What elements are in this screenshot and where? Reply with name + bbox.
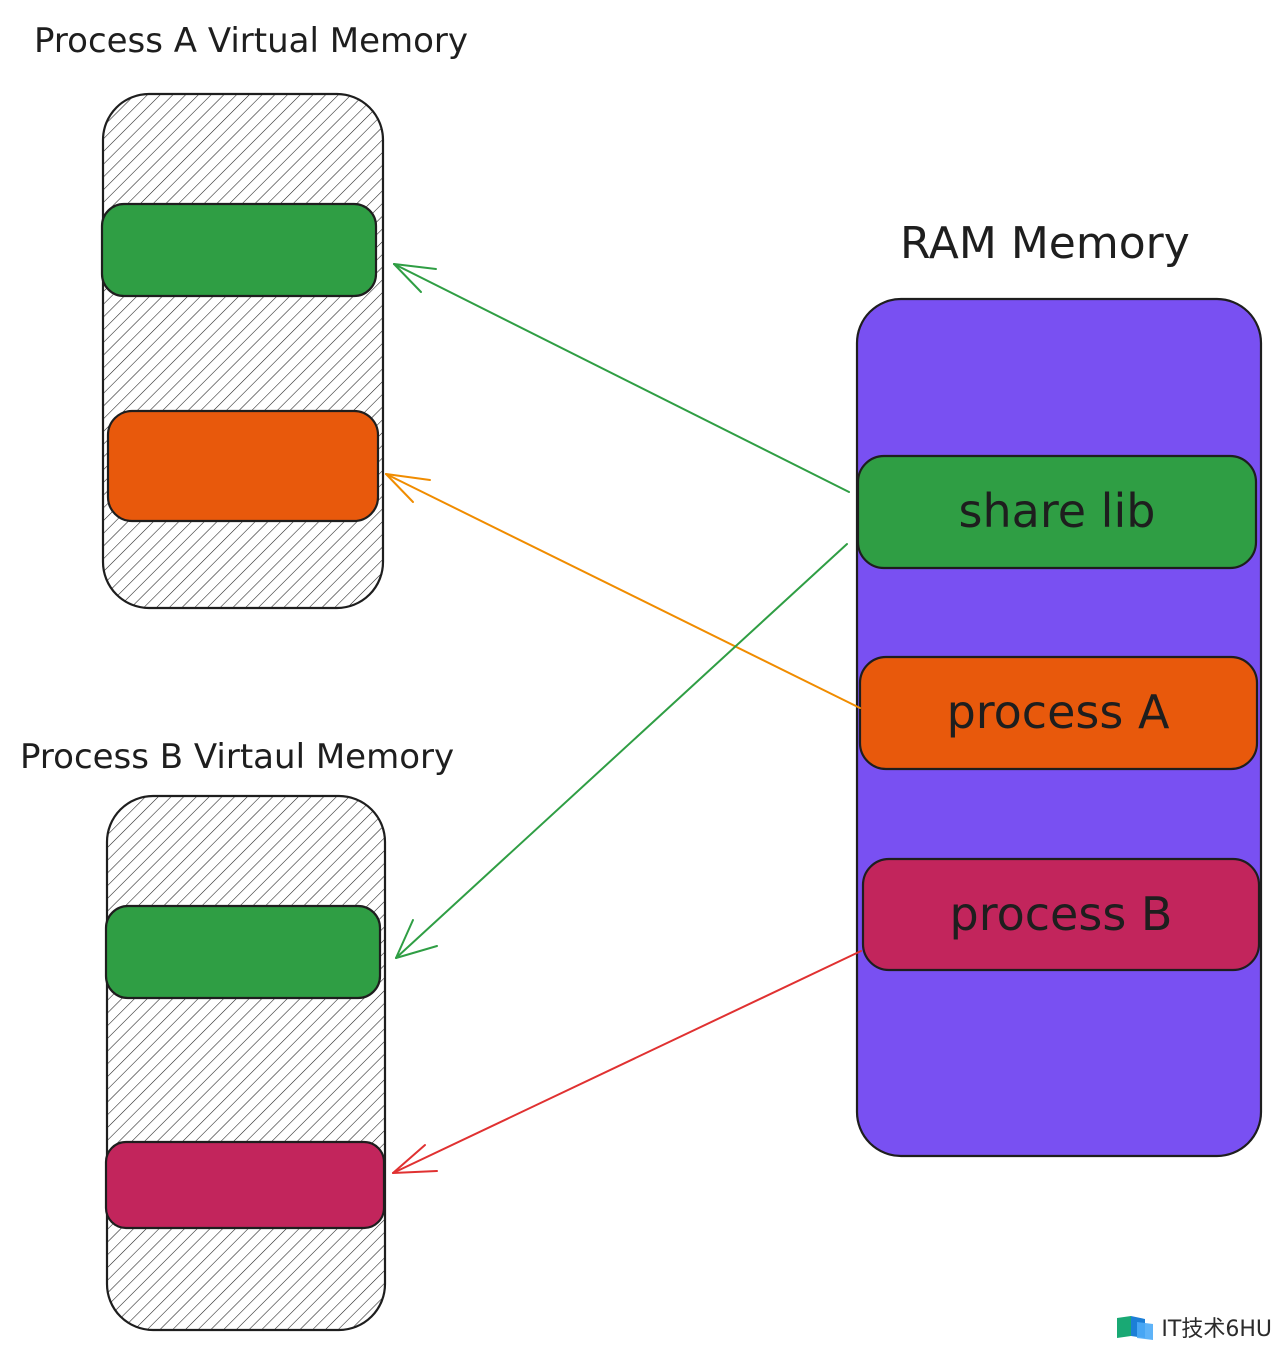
- process-a-own-region: [106, 409, 380, 523]
- watermark-text: IT技术6HU: [1161, 1317, 1272, 1342]
- ram-share-lib-block: [856, 454, 1258, 570]
- arrow-process-b-ram-to-virtual: [392, 950, 862, 1174]
- process-b-own-region: [104, 1140, 386, 1230]
- process-a-virtual-memory: [100, 92, 385, 610]
- process-b-label: process B: [950, 887, 1173, 941]
- ram-process-b-block: [861, 857, 1261, 972]
- process-a-share-lib-region: [100, 202, 378, 298]
- process-b-virtual-memory: [104, 794, 387, 1332]
- watermark-logo-icon: [1115, 1312, 1155, 1342]
- share-lib-label: share lib: [959, 484, 1156, 538]
- arrow-share-lib-to-process-a: [393, 263, 850, 493]
- process-b-share-lib-region: [104, 904, 382, 1000]
- process-a-title: Process A Virtual Memory: [34, 21, 468, 61]
- ram-title: RAM Memory: [900, 218, 1190, 269]
- arrow-share-lib-to-process-b: [395, 543, 848, 959]
- arrow-process-a-ram-to-virtual: [385, 473, 861, 709]
- ram-process-a-block: [858, 655, 1259, 771]
- ram-memory: share lib process A process B: [855, 297, 1263, 1158]
- process-a-label: process A: [947, 685, 1170, 739]
- watermark: IT技术6HU: [1115, 1310, 1272, 1344]
- process-b-title: Process B Virtaul Memory: [20, 737, 454, 777]
